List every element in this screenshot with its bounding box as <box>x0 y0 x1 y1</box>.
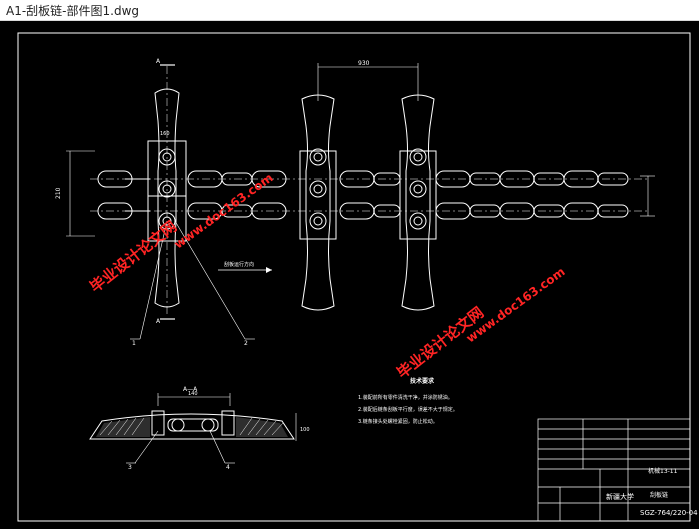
right-dimension <box>640 175 655 217</box>
callout-2: 2 <box>244 340 248 347</box>
dim-pitch: 930 <box>358 60 370 67</box>
dim-small: 160 <box>160 131 170 137</box>
scraper-flight-1 <box>147 88 187 308</box>
callout-3: 3 <box>128 464 132 471</box>
note-item-3: 3.链条接头处螺栓紧固，防止松动。 <box>358 418 438 425</box>
section-dim: 140 <box>188 391 198 397</box>
drawing-canvas[interactable]: 930 A A 210 <box>0 21 699 529</box>
section-title: A—A <box>183 386 198 393</box>
dim-width: 210 <box>55 187 62 199</box>
window-title: A1-刮板链-部件图1.dwg <box>6 3 140 18</box>
pitch-dimension <box>317 63 419 101</box>
notes-title: 技术要求 <box>410 377 435 385</box>
section-dimension <box>157 393 231 406</box>
title-block-drawing-number: SGZ-764/220-04 <box>640 509 698 517</box>
section-view: 100 <box>89 410 310 441</box>
section-mark-bottom: A <box>156 318 161 325</box>
callout-1: 1 <box>132 340 136 347</box>
title-block <box>537 418 691 522</box>
title-block-university: 新疆大学 <box>606 492 634 501</box>
scraper-flight-2 <box>299 94 337 311</box>
title-block-drawing-name: 刮板链 <box>650 491 668 499</box>
section-mark-top: A <box>156 58 161 65</box>
note-item-1: 1.装配前所有零件清洗干净，并涂防锈油。 <box>358 394 453 401</box>
svg-text:100: 100 <box>300 427 310 433</box>
scraper-flight-3 <box>399 94 437 311</box>
direction-arrow <box>218 267 272 273</box>
centerlines <box>90 66 650 316</box>
watermark-4: www.doc163.com <box>464 264 568 345</box>
cad-drawing: 930 A A 210 <box>17 32 698 522</box>
note-item-2: 2.装配后链条刮板平行度，误差不大于规定。 <box>358 406 458 413</box>
title-block-class: 机械13-11 <box>648 467 678 475</box>
bolts <box>158 148 427 230</box>
watermark-1: 毕业设计论文网 <box>86 217 180 296</box>
width-dimension <box>66 150 95 237</box>
callout-4: 4 <box>226 464 230 471</box>
direction-text: 刮板运行方向 <box>224 261 254 268</box>
drawing-frame <box>17 32 691 522</box>
window-titlebar: A1-刮板链-部件图1.dwg <box>0 0 699 21</box>
callout-leaders <box>130 220 255 340</box>
section-leaders <box>126 430 235 464</box>
